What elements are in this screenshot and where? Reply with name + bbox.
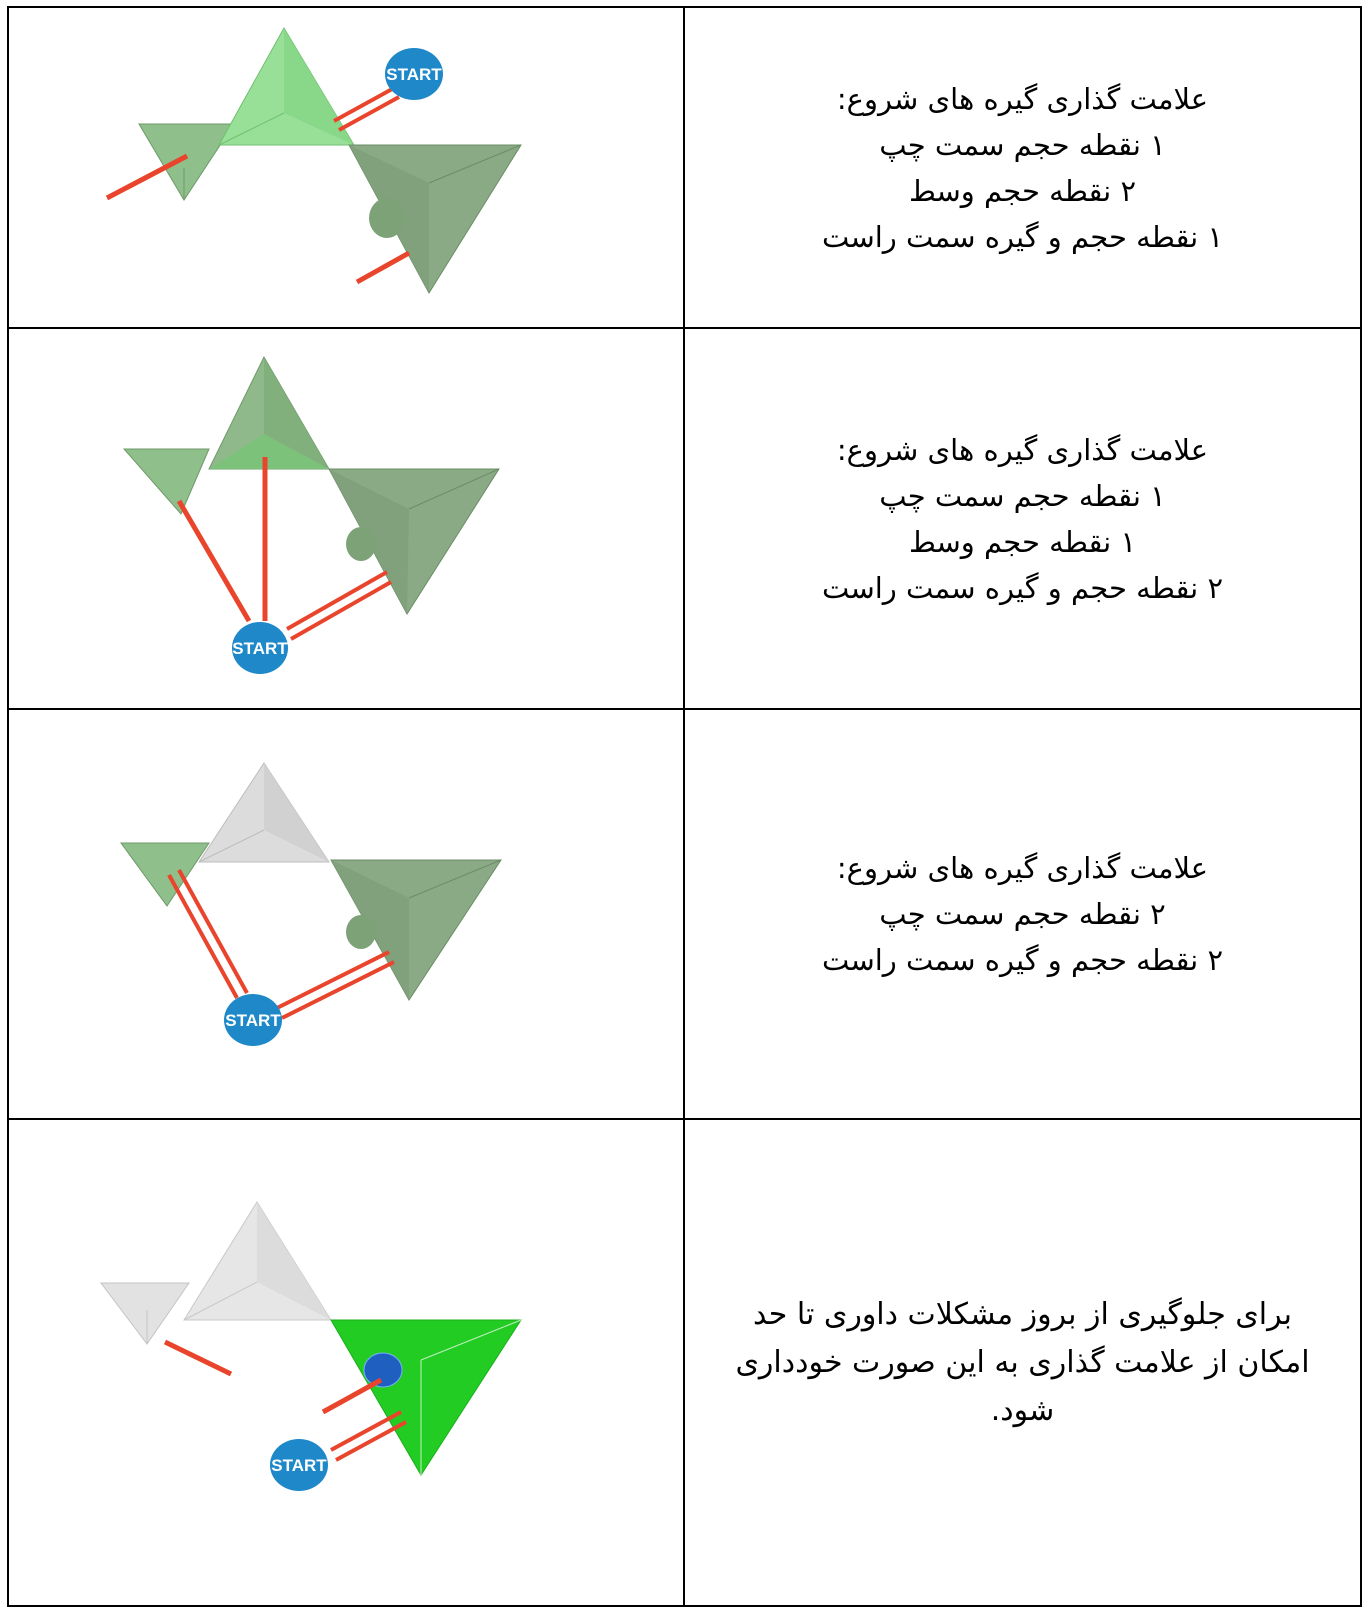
text-line: ۲ نقطه حجم و گیره سمت راست: [821, 943, 1224, 977]
row-3-diagram: START: [9, 710, 683, 1118]
start-badge: [224, 994, 282, 1046]
start-label: START: [225, 1011, 281, 1030]
text-line: ۲ نقطه حجم سمت چپ: [879, 897, 1166, 931]
text-line: ۱ نقطه حجم سمت چپ: [879, 127, 1166, 162]
row-2-diagram: START: [9, 329, 683, 708]
row-1-diagram: START: [9, 8, 683, 327]
text-line: ۲ نقطه حجم وسط: [908, 173, 1137, 208]
column-divider: [683, 6, 685, 1607]
start-label: START: [386, 65, 442, 84]
start-label: START: [271, 1456, 327, 1475]
text-line: علامت گذاری گیره های شروع:: [836, 81, 1209, 116]
start-badge: [385, 48, 443, 100]
row-divider: [7, 708, 1362, 710]
start-badge: [270, 1439, 328, 1491]
text-line: علامت گذاری گیره های شروع:: [836, 432, 1209, 467]
start-badge: [232, 622, 288, 674]
row-divider: [7, 327, 1362, 329]
text-line: ۲ نقطه حجم و گیره سمت راست: [821, 570, 1224, 605]
row-2-text: علامت گذاری گیره های شروع: ۱ نقطه حجم سم…: [685, 329, 1360, 708]
route-diagram-icon: START: [99, 1201, 522, 1491]
row-4-diagram: START: [9, 1120, 683, 1605]
text-line: ۱ نقطه حجم سمت چپ: [879, 478, 1166, 513]
row-1-text: علامت گذاری گیره های شروع: ۱ نقطه حجم سم…: [685, 8, 1360, 327]
text-line: ۱ نقطه حجم وسط: [908, 524, 1137, 559]
row-divider: [7, 1118, 1362, 1120]
row-3-text: علامت گذاری گیره های شروع: ۲ نقطه حجم سم…: [685, 710, 1360, 1118]
start-label: START: [232, 639, 288, 658]
route-diagram-icon: START: [105, 26, 522, 294]
warning-paragraph: برای جلوگیری از بروز مشکلات داوری تا حد …: [735, 1296, 1310, 1428]
text-line: علامت گذاری گیره های شروع:: [836, 851, 1209, 885]
row-4-text: برای جلوگیری از بروز مشکلات داوری تا حد …: [685, 1120, 1360, 1605]
route-diagram-icon: START: [120, 762, 502, 1046]
route-diagram-icon: START: [122, 355, 500, 674]
text-line: ۱ نقطه حجم و گیره سمت راست: [821, 219, 1224, 254]
